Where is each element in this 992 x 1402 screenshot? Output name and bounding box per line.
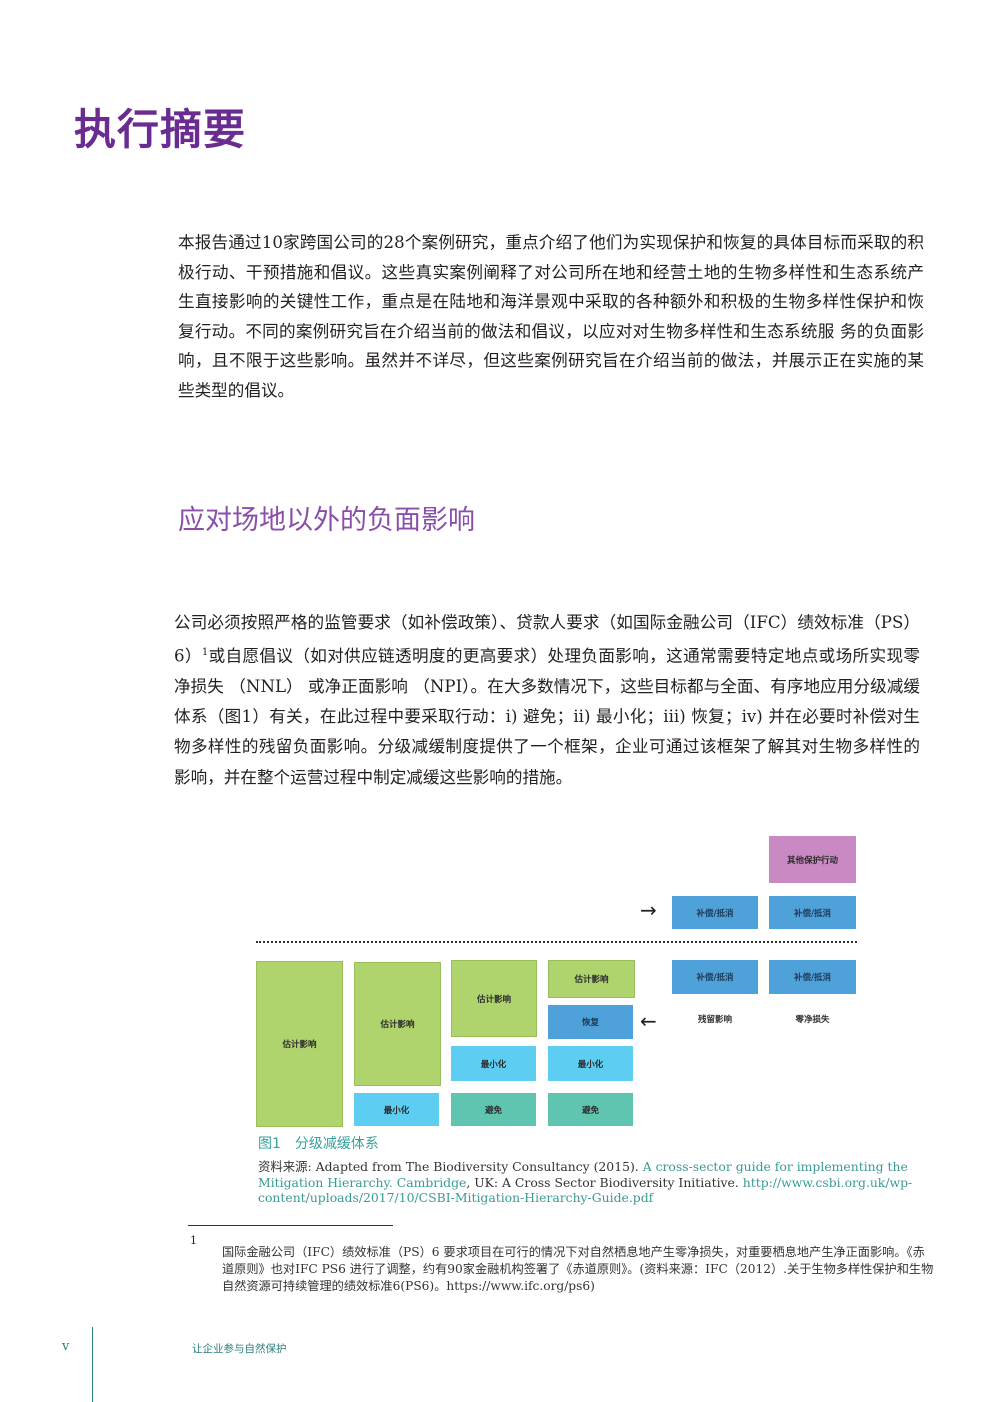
col4-restore: 恢复 [548,1005,633,1039]
col4-estimated-impact: 估计影响 [548,960,635,998]
paragraph-text-part1: 公司必须按照严格的监管要求（如补偿政策）、贷款人要求（如国际金融公司（IFC）绩… [174,613,920,666]
footnote-text: 国际金融公司（IFC）绩效标准（PS）6 要求项目在可行的情况下对自然栖息地产生… [222,1245,934,1293]
page-title: 执行摘要 [74,105,247,154]
col5-offset-bottom: 补偿/抵消 [672,960,758,994]
page-number: v [62,1339,70,1354]
col2-minimize-label: 最小化 [383,1105,410,1116]
intro-paragraph: 本报告通过10家跨国公司的28个案例研究，重点介绍了他们为实现保护和恢复的具体目… [178,233,924,400]
col4-restore-label: 恢复 [581,1018,599,1028]
source-middle: , UK: A Cross Sector Biodiversity Initia… [466,1174,743,1190]
col5-offset-bottom-label: 补偿/抵消 [696,973,734,983]
dotted-divider [256,941,857,943]
col6-offset-bottom-label: 补偿/抵消 [793,973,832,983]
col6-no-net-loss-label: 零净损失 [795,1015,830,1025]
paragraph-text-part2: 或自愿倡议（如对供应链透明度的更高要求）处理负面影响，这通常需要特定地点或场所实… [174,646,920,787]
col6-offset-top-label: 补偿/抵消 [793,908,832,919]
col4-minimize-label: 最小化 [577,1059,604,1070]
figure-caption: 图1 分级减缓体系 [258,1136,379,1152]
section-heading: 应对场地以外的负面影响 [178,505,475,536]
col5-residual-label: 残留影响 [697,1015,732,1025]
footer-rule [92,1327,93,1402]
col5-offset-top-label: 补偿/抵消 [696,908,734,919]
source-url-link[interactable]: http://www.csbi.org.uk/wp-content/upload… [258,1174,913,1206]
col4-avoid: 避免 [548,1093,633,1126]
figure-source: 资料来源: Adapted from The Biodiversity Cons… [258,1159,918,1206]
footnote-number: 1 [190,1234,197,1247]
col2-minimize: 最小化 [354,1093,439,1126]
body-paragraph: 公司必须按照严格的监管要求（如补偿政策）、贷款人要求（如国际金融公司（IFC）绩… [174,608,920,793]
col6-other-label: 其他保护行动 [786,855,838,866]
col6-other-conservation: 其他保护行动 [769,836,856,883]
col4-avoid-label: 避免 [581,1105,599,1116]
source-prefix: 资料来源: Adapted from The Biodiversity Cons… [258,1159,643,1174]
col6-offset-top: 补偿/抵消 [769,896,856,929]
col5-offset-top: 补偿/抵消 [672,896,758,929]
col3-estimated-label: 估计影响 [476,994,511,1005]
col1-estimated-impact: 估计影响 [256,961,343,1127]
col3-minimize: 最小化 [451,1046,536,1081]
col2-estimated-impact: 估计影响 [354,962,441,1086]
col2-estimated-label: 估计影响 [380,1020,415,1030]
col6-offset-bottom: 补偿/抵消 [769,960,856,994]
col3-estimated-impact: 估计影响 [451,960,537,1037]
col3-avoid-label: 避免 [484,1105,502,1116]
col4-estimated-label: 估计影响 [574,975,609,985]
arrow-right-icon: → [640,898,657,922]
col4-minimize: 最小化 [548,1046,633,1081]
source-guide-link[interactable]: A cross-sector guide for implementing th… [258,1159,908,1190]
arrow-left-icon: ← [640,1009,657,1033]
col1-estimated-label: 估计影响 [282,1040,317,1050]
col3-avoid: 避免 [451,1093,536,1126]
footnote-divider [188,1225,393,1226]
footnote-marker[interactable]: 1 [201,647,209,659]
col3-minimize-label: 最小化 [480,1059,507,1070]
footer-title: 让企业参与自然保护 [192,1343,287,1355]
